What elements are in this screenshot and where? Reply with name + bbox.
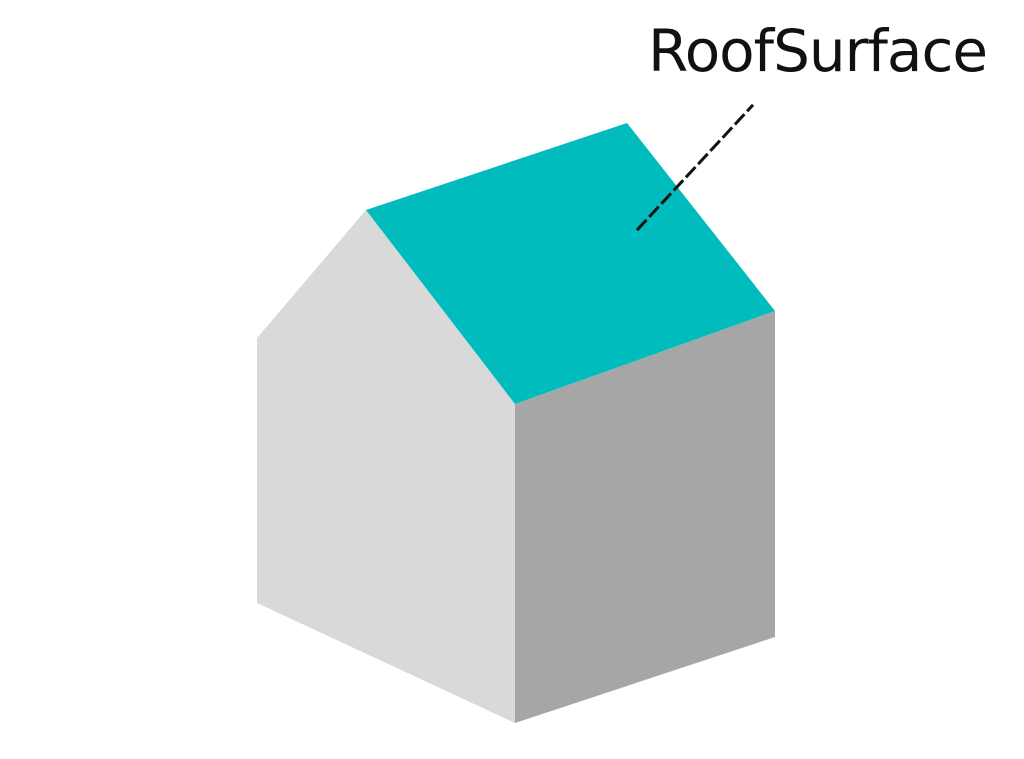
leader-line xyxy=(635,103,755,232)
roof-surface-label: RoofSurface xyxy=(648,17,988,85)
front-wall xyxy=(257,210,515,723)
side-wall xyxy=(515,311,775,723)
roof-surface xyxy=(366,123,775,404)
